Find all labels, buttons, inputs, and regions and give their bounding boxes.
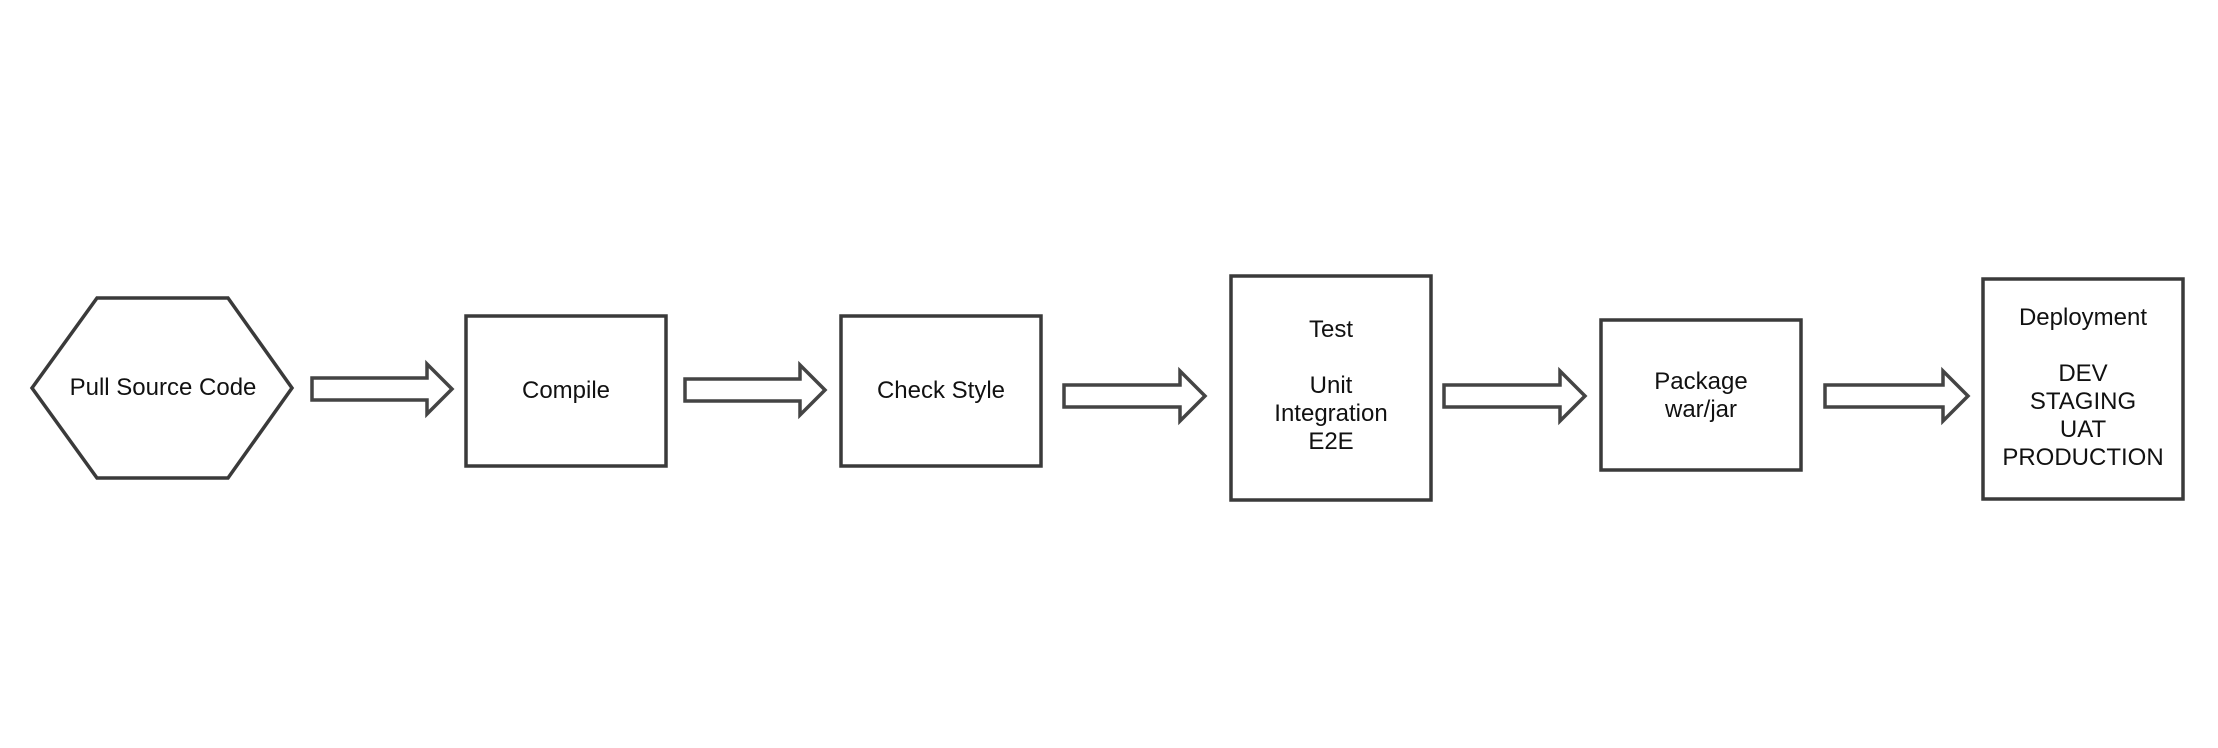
node-item: PRODUCTION: [2002, 444, 2164, 471]
node-title: Deployment: [2018, 304, 2148, 331]
node-item: UAT: [2059, 416, 2107, 443]
node-package-shape: [1599, 318, 1803, 472]
edge-arrow-1: [310, 359, 455, 419]
edge-arrow-4: [1442, 366, 1588, 426]
node-item: STAGING: [2029, 388, 2137, 415]
node-compile-label: Compile: [466, 377, 666, 405]
node-check-style-shape: [839, 314, 1043, 468]
node-title: Compile: [521, 377, 611, 404]
node-item: Integration: [1274, 400, 1388, 427]
node-title: Package: [1654, 368, 1748, 395]
edge-arrow-2: [683, 360, 828, 420]
node-item: E2E: [1308, 428, 1354, 455]
node-deployment-shape: [1981, 277, 2185, 501]
edge-arrow-5: [1823, 366, 1971, 426]
edge-arrow-3: [1062, 366, 1208, 426]
node-title: Test: [1308, 316, 1353, 343]
node-test-label: Test Unit Integration E2E: [1231, 316, 1431, 456]
node-pull-source-code-label: Pull Source Code: [32, 374, 294, 402]
node-item: war/jar: [1664, 396, 1737, 423]
node-compile-shape: [464, 314, 668, 468]
node-title: Check Style: [876, 377, 1006, 404]
node-check-style-label: Check Style: [841, 377, 1041, 405]
node-test-shape: [1229, 274, 1433, 502]
node-package-label: Package war/jar: [1601, 368, 1801, 424]
node-item: Unit: [1309, 372, 1353, 399]
node-title: Pull Source Code: [69, 374, 257, 401]
node-item: DEV: [2058, 360, 2108, 387]
node-deployment-label: Deployment DEV STAGING UAT PRODUCTION: [1983, 304, 2183, 472]
node-pull-source-code-shape: [29, 296, 295, 480]
